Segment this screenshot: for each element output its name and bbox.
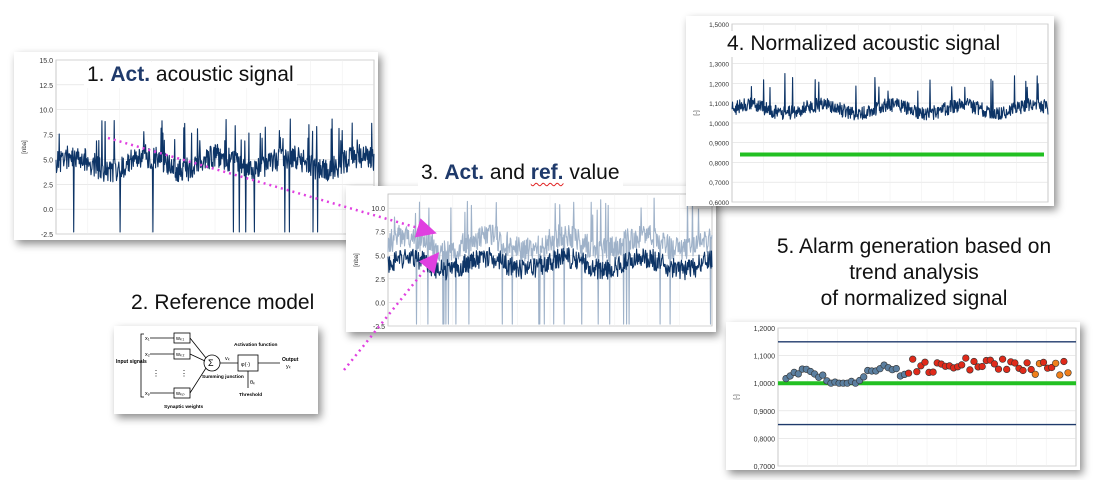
y-tick-0: 1,5000 xyxy=(709,22,729,29)
caption-alarm-line3: of normalized signal xyxy=(816,286,1012,312)
y-tick-2: 1,0000 xyxy=(754,381,776,388)
reference-line xyxy=(387,197,713,325)
trend-point-27 xyxy=(892,364,900,373)
chart-actual-reference: 10.0 7.5 5.0 2.5 0.0 -2.5 [nba] xyxy=(354,193,713,331)
y-tick-1: 1,3000 xyxy=(709,62,729,69)
y-axis-label: [nba] xyxy=(354,253,360,267)
chart-alarm-trend: 1,2000 1,1000 1,0000 0,9000 0,8000 0,7000 [-] xyxy=(734,326,1077,470)
weight-k2: wₖ₂ xyxy=(175,352,184,358)
y-tick-6: 0.0 xyxy=(43,207,53,214)
y-tick-1: 1,1000 xyxy=(754,354,776,361)
synaptic-weights-label: Synaptic weights xyxy=(164,404,204,410)
trend-point-51 xyxy=(990,360,999,368)
trend-point-30 xyxy=(905,369,913,377)
trend-point-52 xyxy=(994,365,1003,373)
trend-point-59 xyxy=(1023,359,1031,367)
y-tick-3: 1,1000 xyxy=(709,101,729,108)
weight-k1: wₖ₁ xyxy=(175,336,184,342)
activation-label: Activation function xyxy=(234,342,278,348)
trend-point-60 xyxy=(1027,365,1035,374)
weight-kp: wₖₚ xyxy=(175,391,185,397)
y-tick-5: 0,7000 xyxy=(754,464,776,470)
y-tick-4: 1,0000 xyxy=(709,121,729,128)
trend-point-34 xyxy=(921,358,929,366)
trend-point-46 xyxy=(970,357,978,366)
caption-normalized-signal: 4. Normalized acoustic signal xyxy=(724,31,1004,57)
threshold-symbol: θₖ xyxy=(250,380,256,386)
y-tick-2: 1,2000 xyxy=(709,81,729,88)
output-symbol: yₖ xyxy=(286,364,292,370)
trend-point-67 xyxy=(1056,371,1064,379)
y-tick-4: 0,8000 xyxy=(754,436,776,443)
caption-alarm-generation: 5. Alarm generation based on trend analy… xyxy=(744,234,1084,312)
trend-point-36 xyxy=(929,368,937,376)
card-alarm-trend: 1,2000 1,1000 1,0000 0,9000 0,8000 0,7000 [-] xyxy=(726,322,1080,470)
sum-symbol: Σ xyxy=(208,358,214,368)
y-tick-0: 15.0 xyxy=(39,58,53,65)
trend-point-9 xyxy=(819,371,827,379)
dots-inputs: ⋮ xyxy=(152,369,160,378)
input-x2: x₂ xyxy=(145,352,150,358)
activation-symbol: φ(·) xyxy=(241,362,250,368)
induced-field: vₖ xyxy=(225,356,231,362)
caption-reference-model: 2. Reference model xyxy=(128,290,318,316)
junction-label: Summing junction xyxy=(202,374,244,380)
trend-point-69 xyxy=(1064,369,1072,377)
y-axis-label: [-] xyxy=(734,394,740,400)
threshold-label: Threshold xyxy=(239,392,262,398)
y-tick-5: 2.5 xyxy=(43,182,53,189)
trend-point-45 xyxy=(966,366,974,374)
y-tick-1: 7.5 xyxy=(375,230,385,237)
y-tick-5: 0,9000 xyxy=(709,141,729,148)
trend-point-61 xyxy=(1031,370,1039,378)
y-tick-4: 0.0 xyxy=(375,300,385,307)
input-xp: xₚ xyxy=(145,391,151,397)
trend-point-19 xyxy=(860,373,868,381)
trend-point-48 xyxy=(978,362,986,371)
y-tick-0: 10.0 xyxy=(371,206,385,213)
trend-point-53 xyxy=(999,355,1007,363)
y-tick-3: 2.5 xyxy=(375,277,385,284)
trend-point-68 xyxy=(1060,357,1068,366)
trend-point-32 xyxy=(913,368,921,376)
y-tick-3: 0,9000 xyxy=(754,409,776,416)
trend-point-31 xyxy=(909,355,917,363)
y-tick-8: 0,6000 xyxy=(709,200,729,206)
y-tick-5: -2.5 xyxy=(373,324,385,331)
trend-point-58 xyxy=(1019,366,1027,375)
y-tick-6: 0,8000 xyxy=(709,160,729,167)
y-tick-3: 7.5 xyxy=(43,133,53,140)
caption-alarm-line2: trend analysis xyxy=(849,261,979,284)
normalized-signal-line xyxy=(731,72,1049,121)
y-axis-label: [nba] xyxy=(22,140,28,154)
actual-line xyxy=(387,246,713,281)
caption-alarm-line1: 5. Alarm generation based on xyxy=(776,235,1052,258)
trend-point-3 xyxy=(794,370,802,378)
y-tick-1: 12.5 xyxy=(39,83,53,90)
y-tick-7: -2.5 xyxy=(41,232,53,239)
input-signals-label: Input signals xyxy=(116,359,147,365)
trend-point-63 xyxy=(1039,358,1048,367)
dots-weights: ⋮ xyxy=(180,369,188,378)
y-tick-0: 1,2000 xyxy=(754,326,776,333)
trend-point-44 xyxy=(962,354,970,362)
output-label: Output xyxy=(282,357,299,363)
neural-network-diagram: x₁ x₂ xₚ wₖ₁ wₖ₂ wₖₚ ⋮ ⋮ Input signals Σ… xyxy=(116,332,299,410)
caption-actual-reference: 3. Act. and ref. value xyxy=(418,160,623,186)
y-tick-7: 0,7000 xyxy=(709,180,729,187)
card-actual-reference: 10.0 7.5 5.0 2.5 0.0 -2.5 [nba] xyxy=(346,186,716,332)
y-axis-label: [-] xyxy=(694,110,700,116)
trend-point-56 xyxy=(1011,359,1019,367)
y-tick-4: 5.0 xyxy=(43,157,53,164)
caption-actual-signal: 1. Act. acoustic signal xyxy=(84,62,297,88)
trend-point-43 xyxy=(958,361,966,369)
y-tick-2: 10.0 xyxy=(39,108,53,115)
card-reference-model: x₁ x₂ xₚ wₖ₁ wₖ₂ wₖₚ ⋮ ⋮ Input signals Σ… xyxy=(114,326,318,414)
trend-point-54 xyxy=(1003,365,1011,374)
input-x1: x₁ xyxy=(145,336,150,342)
trend-point-66 xyxy=(1052,359,1060,367)
y-tick-2: 5.0 xyxy=(375,253,385,260)
